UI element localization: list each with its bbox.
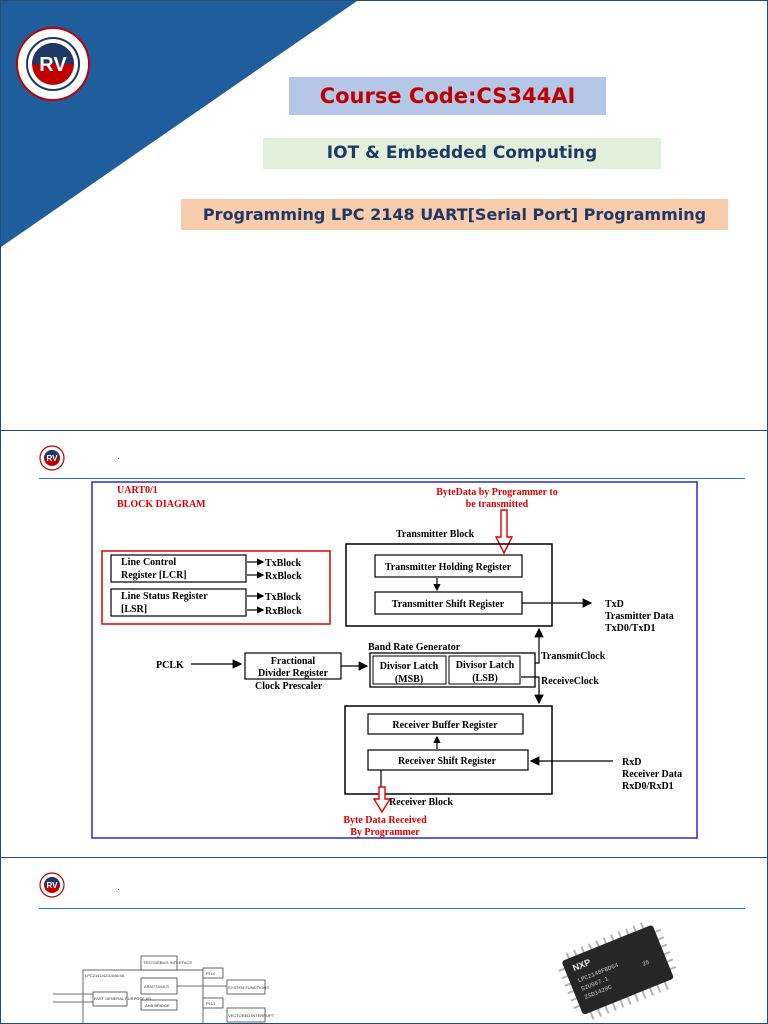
course-code-label: Course Code:CS344AI (289, 77, 606, 115)
uart-diagram-slide[interactable]: RV . UART0/1 BLOCK DIAGRAM ByteData by P… (0, 430, 768, 858)
rv-logo: RV (15, 26, 91, 107)
svg-text:Transmitter Shift Register: Transmitter Shift Register (392, 599, 505, 610)
svg-text:TxBlock: TxBlock (265, 558, 302, 569)
lpc2148-chip-photo: NXP LPC2148FBD64 S2U967.1 ZSD1420C 25 (558, 922, 677, 1020)
svg-text:PLL0: PLL0 (206, 971, 216, 976)
heading-dot: . (117, 451, 120, 462)
svg-text:LPC2141/42/44/46/48: LPC2141/42/44/46/48 (85, 973, 125, 978)
svg-text:AHB BRIDGE: AHB BRIDGE (145, 1003, 170, 1008)
svg-text:25: 25 (641, 959, 651, 968)
topic-label: Programming LPC 2148 UART[Serial Port] P… (181, 199, 728, 230)
svg-text:RxBlock: RxBlock (265, 606, 302, 617)
uart-block-diagram: UART0/1 BLOCK DIAGRAM ByteData by Progra… (91, 481, 698, 839)
svg-text:be transmitted: be transmitted (466, 499, 529, 510)
course-name-label: IOT & Embedded Computing (263, 138, 661, 169)
svg-text:Divisor Latch: Divisor Latch (380, 661, 439, 672)
svg-text:FAST GENERAL PURPOSE I/O: FAST GENERAL PURPOSE I/O (94, 996, 151, 1001)
svg-text:SYSTEM FUNCTIONS: SYSTEM FUNCTIONS (228, 985, 269, 990)
rv-logo-small: RV (39, 445, 65, 476)
svg-text:ByteData by Programmer to: ByteData by Programmer to (436, 487, 558, 498)
svg-text:RV: RV (47, 454, 59, 463)
svg-text:Fractional: Fractional (271, 656, 316, 667)
input-byte-arrow (494, 509, 514, 555)
svg-text:Receiver Shift Register: Receiver Shift Register (398, 756, 497, 767)
svg-text:(MSB): (MSB) (395, 674, 423, 685)
svg-text:(LSB): (LSB) (472, 673, 498, 684)
blue-corner-banner (1, 1, 357, 247)
svg-text:Divider Register: Divider Register (258, 668, 329, 679)
logo-letters: RV (39, 54, 67, 76)
svg-text:TxBlock: TxBlock (265, 592, 302, 603)
svg-text:Receiver Buffer Register: Receiver Buffer Register (392, 720, 498, 731)
svg-text:Divisor Latch: Divisor Latch (456, 660, 515, 671)
rsr-box (367, 749, 529, 771)
lpc2148-slide[interactable]: RV . TEST/DEBUG INTERFACE ARM7TDMI-S AHB… (0, 857, 768, 1024)
rv-logo-small: RV (39, 872, 65, 903)
svg-text:Byte Data Received: Byte Data Received (343, 815, 427, 826)
transmitter-block (345, 543, 553, 627)
baud-rate-generator (369, 652, 536, 688)
svg-text:RxD: RxD (622, 757, 641, 768)
svg-text:Line Control: Line Control (121, 557, 176, 568)
svg-text:ARM7TDMI-S: ARM7TDMI-S (144, 984, 169, 989)
heading-divider (39, 478, 745, 479)
svg-text:TxD0/TxD1: TxD0/TxD1 (605, 623, 656, 634)
svg-text:Receiver Data: Receiver Data (622, 769, 682, 780)
heading-divider (39, 908, 745, 909)
svg-text:TransmitClock: TransmitClock (541, 651, 606, 662)
lpc2148-block-diagram: TEST/DEBUG INTERFACE ARM7TDMI-S AHB BRID… (53, 955, 275, 1023)
svg-text:Clock Prescaler: Clock Prescaler (255, 681, 323, 692)
svg-text:ReceiveClock: ReceiveClock (541, 676, 599, 687)
svg-text:Register [LCR]: Register [LCR] (121, 570, 187, 581)
heading-dot: . (117, 882, 120, 893)
line-registers-group (101, 550, 331, 625)
svg-text:VECTORED INTERRUPT: VECTORED INTERRUPT (228, 1013, 275, 1018)
svg-text:TEST/DEBUG INTERFACE: TEST/DEBUG INTERFACE (143, 960, 192, 965)
svg-text:RV: RV (47, 881, 59, 890)
svg-text:Band Rate Generator: Band Rate Generator (368, 642, 461, 653)
thr-box (374, 554, 523, 578)
svg-text:[LSR]: [LSR] (121, 604, 147, 615)
title-slide[interactable]: RV Course Code:CS344AI IOT & Embedded Co… (0, 0, 768, 431)
svg-text:By Programmer: By Programmer (350, 827, 420, 838)
svg-text:Transmitter Holding Register: Transmitter Holding Register (385, 562, 512, 573)
svg-text:Transmitter Block: Transmitter Block (396, 529, 475, 540)
svg-text:Trasmitter Data: Trasmitter Data (605, 611, 674, 622)
svg-text:Receiver Block: Receiver Block (389, 797, 453, 808)
svg-text:BLOCK DIAGRAM: BLOCK DIAGRAM (117, 499, 206, 510)
svg-text:PLL1: PLL1 (206, 1001, 216, 1006)
svg-text:RxBlock: RxBlock (265, 571, 302, 582)
svg-text:TxD: TxD (605, 599, 624, 610)
svg-text:PCLK: PCLK (156, 660, 184, 671)
svg-text:RxD0/RxD1: RxD0/RxD1 (622, 781, 674, 792)
output-byte-arrow (372, 786, 392, 814)
receiver-block (344, 705, 553, 795)
rbr-box (367, 713, 524, 735)
svg-text:Line Status Register: Line Status Register (121, 591, 208, 602)
svg-text:UART0/1: UART0/1 (117, 485, 158, 496)
